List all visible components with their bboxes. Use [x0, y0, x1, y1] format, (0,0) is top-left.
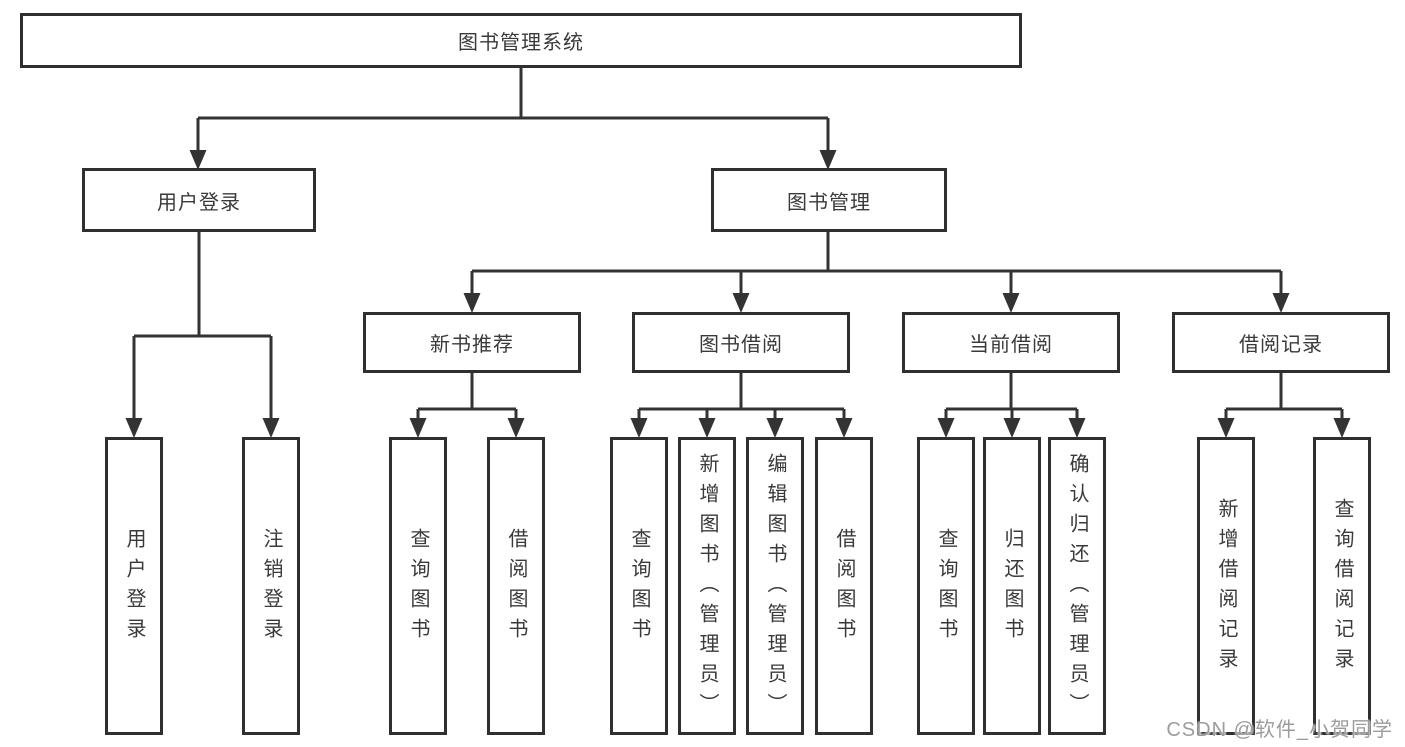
- node-leaf-add-book-admin: 新增图书（管理员）: [678, 437, 736, 735]
- node-leaf-borrow-book-recommend: 借阅图书: [487, 437, 545, 735]
- node-leaf-return-book: 归还图书: [983, 437, 1041, 735]
- node-leaf-add-borrow-record: 新增借阅记录: [1197, 437, 1255, 735]
- node-leaf-edit-book-admin: 编辑图书（管理员）: [746, 437, 804, 735]
- node-leaf-confirm-return-admin: 确认归还（管理员）: [1048, 437, 1106, 735]
- node-leaf-user-login: 用户登录: [105, 437, 163, 735]
- node-leaf-query-book-borrow: 查询图书: [610, 437, 668, 735]
- node-leaf-query-book-current: 查询图书: [917, 437, 975, 735]
- node-leaf-query-book-recommend: 查询图书: [389, 437, 447, 735]
- node-leaf-borrow-book: 借阅图书: [815, 437, 873, 735]
- node-book-management: 图书管理: [711, 168, 947, 232]
- watermark-text: CSDN @软件_小贺同学: [1166, 719, 1393, 741]
- node-leaf-query-borrow-record: 查询借阅记录: [1313, 437, 1371, 735]
- node-leaf-logout-login: 注销登录: [242, 437, 300, 735]
- node-book-borrow: 图书借阅: [632, 312, 850, 373]
- node-user-login: 用户登录: [82, 168, 316, 232]
- node-current-borrow: 当前借阅: [902, 312, 1120, 373]
- node-root-library-system: 图书管理系统: [20, 13, 1022, 68]
- node-new-book-recommend: 新书推荐: [363, 312, 581, 373]
- node-borrow-records: 借阅记录: [1172, 312, 1390, 373]
